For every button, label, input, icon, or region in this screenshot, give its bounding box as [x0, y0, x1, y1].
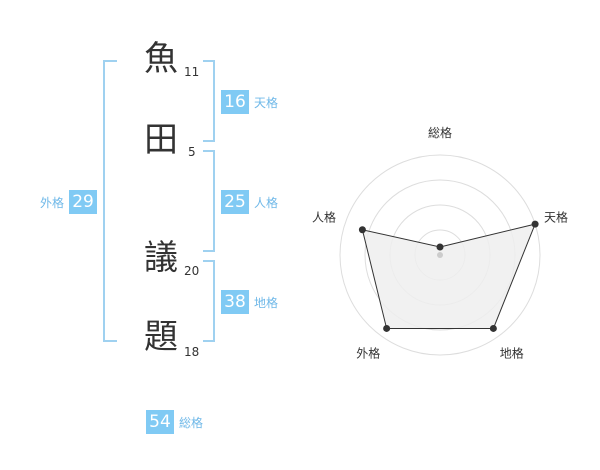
radar-axis-label-5: 人格: [312, 209, 336, 224]
radar-axis-label-2: 天格: [544, 209, 568, 224]
tenkaku-bracket: [203, 60, 215, 142]
soukaku-label: 総格: [179, 415, 204, 430]
jinkaku-value: 25: [221, 190, 249, 214]
radar-center-dot: [437, 252, 443, 258]
radar-area: [361, 223, 536, 329]
radar-point-1: [436, 243, 444, 251]
tenkaku-label: 天格: [254, 95, 279, 110]
chikaku-label: 地格: [254, 295, 279, 310]
tenkaku-value: 16: [221, 90, 249, 114]
gaikaku-label: 外格: [40, 195, 65, 210]
radar-point-5: [358, 226, 366, 234]
radar-axis-label-1: 総格: [428, 125, 452, 140]
chikaku-badge: 38 地格: [221, 290, 278, 314]
radar-point-2: [531, 220, 539, 228]
gaikaku-value: 29: [69, 190, 98, 214]
chikaku-value: 38: [221, 290, 249, 314]
jinkaku-label: 人格: [254, 195, 279, 210]
gaikaku-badge: 外格 29: [40, 190, 98, 214]
name-char-4: 題: [144, 317, 178, 357]
chikaku-bracket: [203, 260, 215, 342]
jinkaku-bracket: [203, 150, 215, 252]
jinkaku-badge: 25 人格: [221, 190, 278, 214]
stroke-count-4: 18: [184, 345, 200, 359]
soukaku-value: 54: [146, 410, 174, 434]
stroke-count-1: 11: [184, 65, 200, 79]
radar-axis-label-4: 外格: [356, 346, 380, 361]
stroke-count-3: 20: [184, 264, 200, 278]
stroke-count-2: 5: [188, 145, 196, 159]
gaikaku-bracket: [103, 60, 117, 342]
name-char-1: 魚: [144, 39, 178, 79]
radar-point-3: [489, 324, 497, 332]
name-char-3: 議: [144, 238, 178, 278]
radar-ring: [339, 154, 541, 356]
soukaku-badge: 54 総格: [146, 410, 203, 434]
tenkaku-badge: 16 天格: [221, 90, 278, 114]
name-char-2: 田: [144, 120, 178, 160]
radar-axis-label-3: 地格: [500, 346, 524, 361]
radar-point-4: [383, 324, 391, 332]
